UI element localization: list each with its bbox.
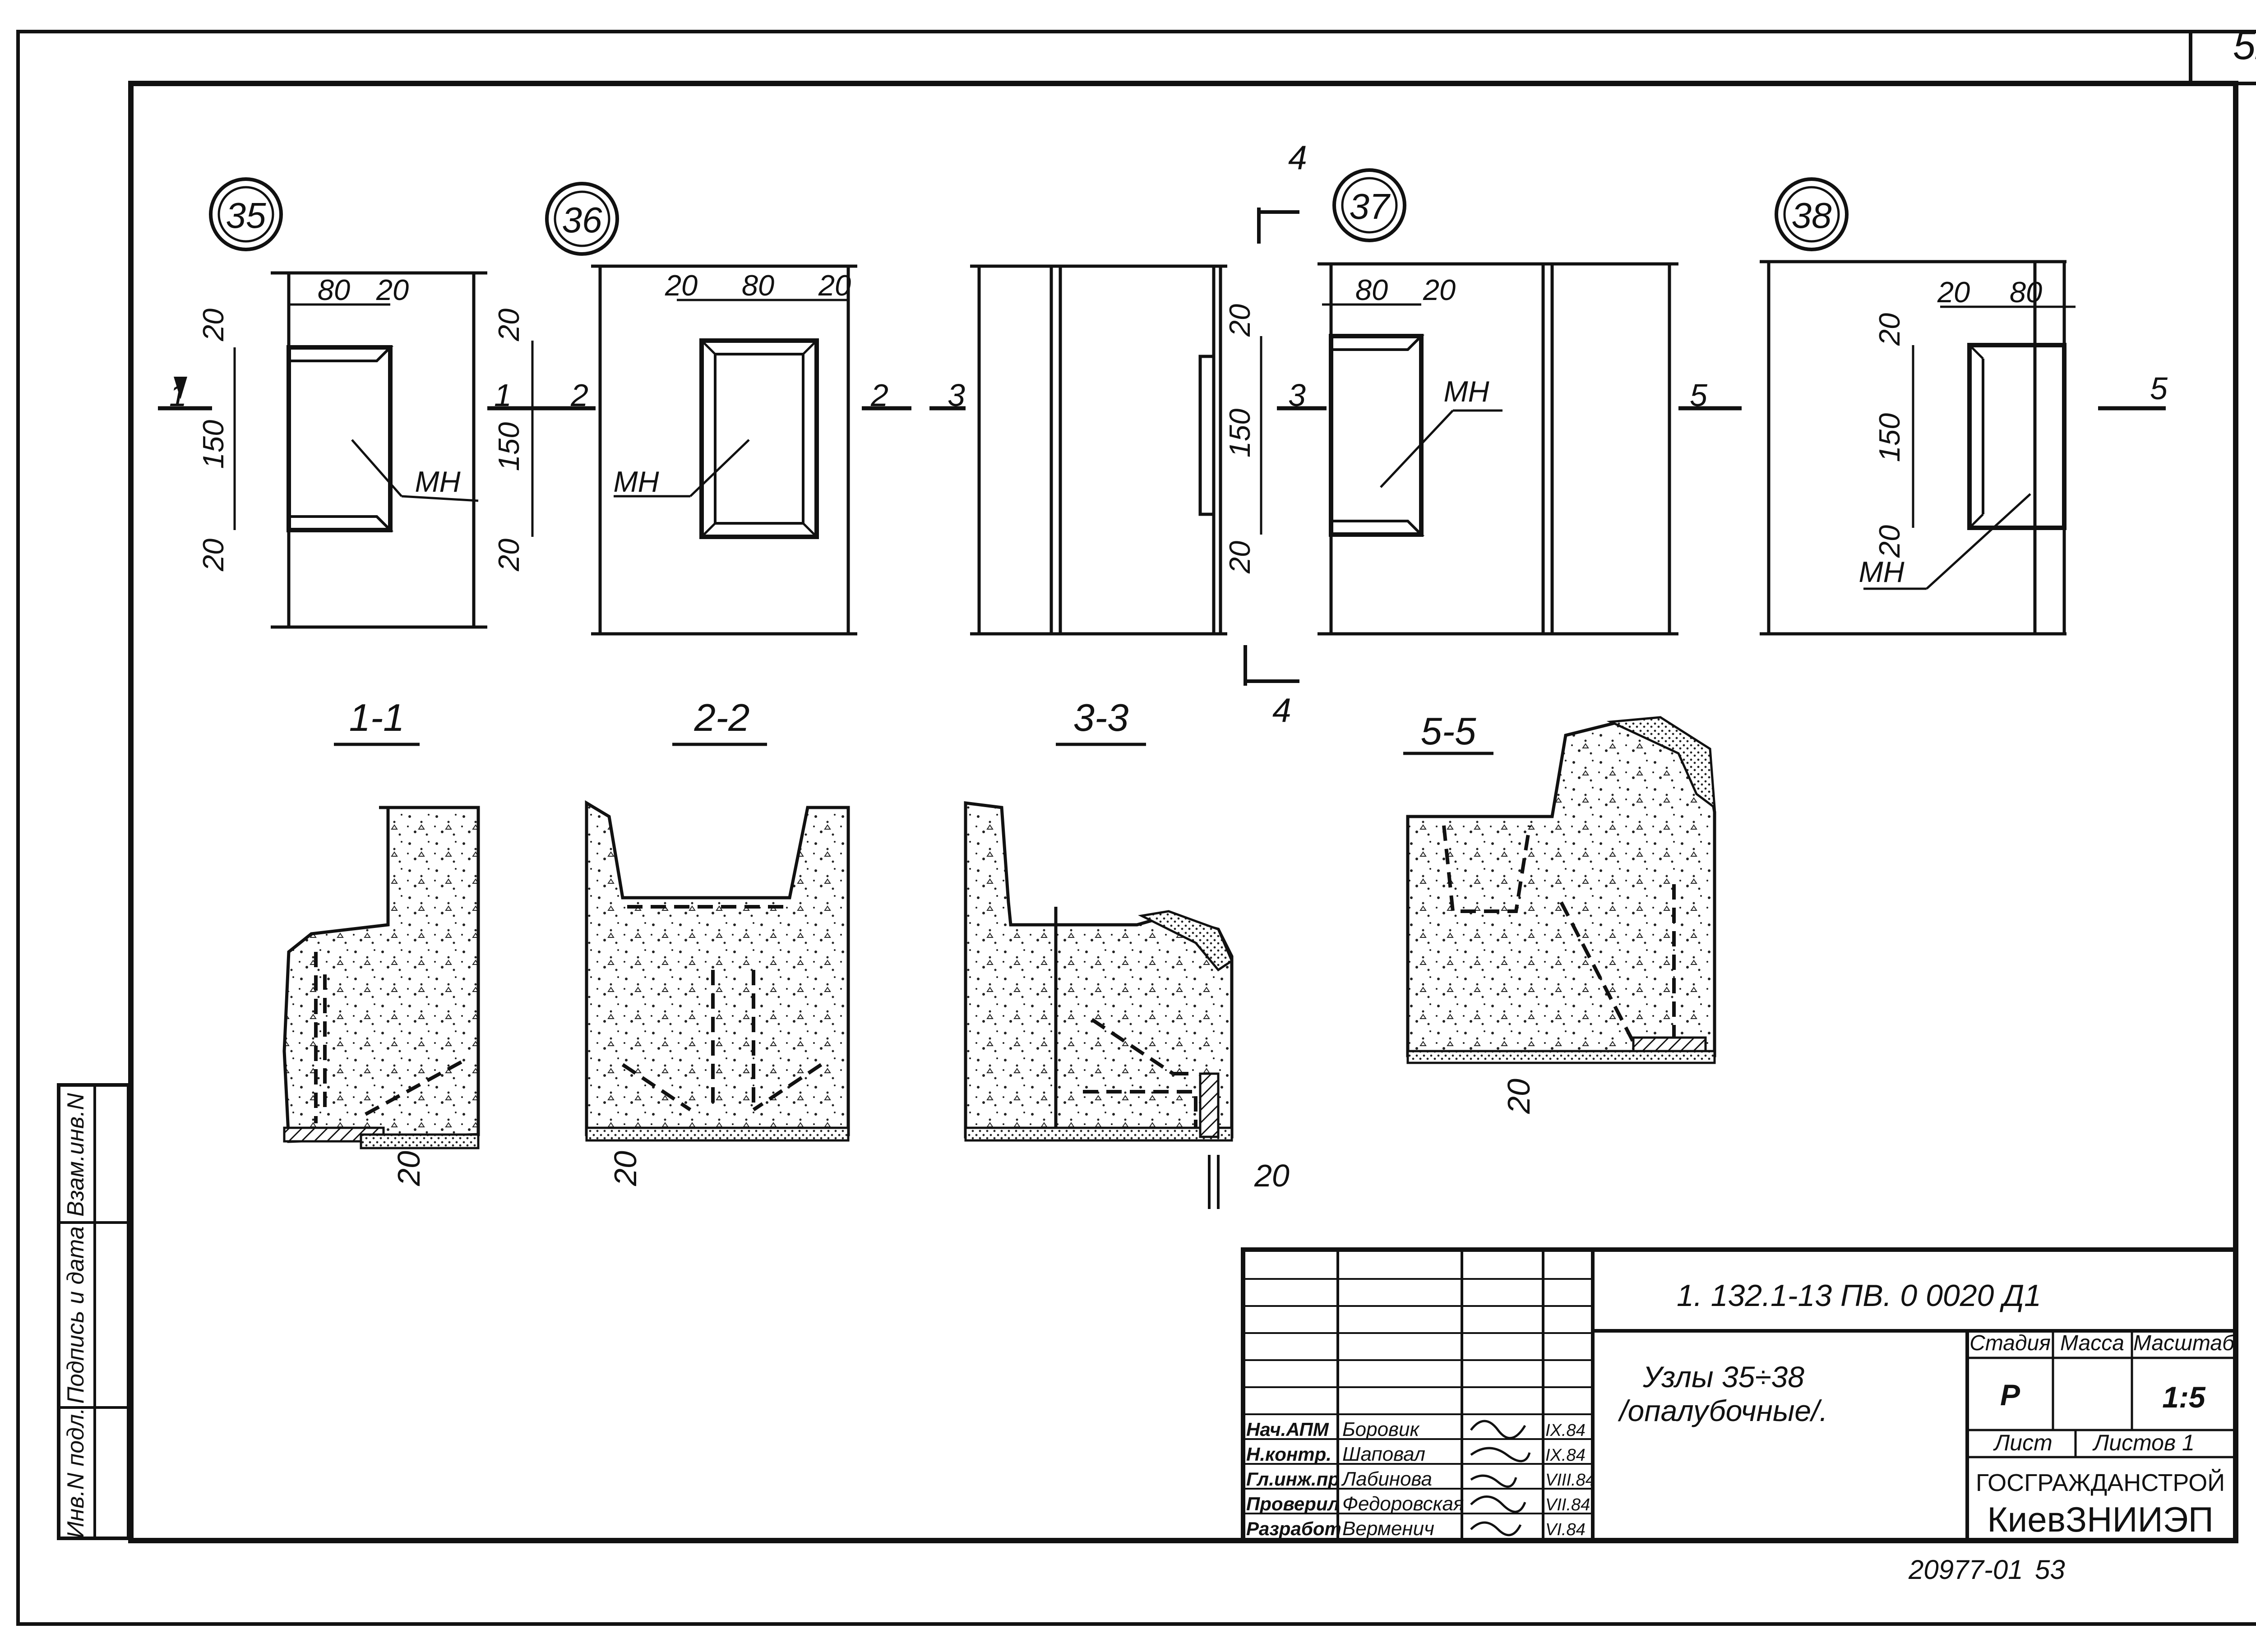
node-35-dim-v3: 20 — [197, 539, 230, 572]
signature-scribbles — [1470, 1420, 1531, 1537]
node-36-mark: МН — [613, 465, 659, 498]
node-36-dim-v3: 20 — [492, 539, 525, 572]
role-1: Н.контр. — [1246, 1444, 1331, 1465]
name-4: Верменич — [1342, 1518, 1434, 1540]
node-38-dim-a: 20 — [1937, 276, 1970, 309]
side-stamp-inv: Инв.N подл. — [63, 1407, 89, 1538]
node-37-label: 37 — [1350, 186, 1391, 226]
section-5-5-title: 5-5 — [1421, 710, 1477, 753]
section-3-3-title: 3-3 — [1073, 697, 1129, 739]
node-38-mark: МН — [1858, 555, 1904, 588]
node-35-label: 35 — [226, 195, 266, 235]
section-5-5-dim: 20 — [1501, 1079, 1536, 1114]
section-1-1-title: 1-1 — [349, 697, 405, 739]
section-1-1: 1-1 20 — [282, 697, 480, 1186]
node-35-dim-v1: 20 — [197, 309, 230, 341]
side-stamp-replace: Взам.инв.N — [63, 1093, 89, 1217]
stage-value: Р — [2000, 1378, 2020, 1412]
date-1: IX.84 — [1545, 1446, 1586, 1465]
node-35-dim-b: 20 — [376, 273, 409, 306]
side-stamp: Инв.N подл. Подпись и дата Взам.инв.N — [57, 1083, 130, 1540]
section-2-2-dim: 20 — [608, 1151, 643, 1186]
node-35-dim-a: 80 — [318, 273, 350, 306]
node-37-dim-a: 80 — [1355, 273, 1388, 306]
node-35-dim-v2: 150 — [197, 420, 230, 469]
sheet-number-box — [2189, 30, 2256, 85]
node-38-label: 38 — [1792, 195, 1832, 235]
node-36-label: 36 — [562, 200, 602, 240]
node-37-dim-b: 20 — [1423, 273, 1456, 306]
node-37-mark: МН — [1443, 375, 1489, 408]
name-1: Шаповал — [1342, 1443, 1425, 1465]
inner-frame — [128, 81, 2238, 1543]
drawing-title-1: Узлы 35÷38 — [1642, 1360, 1804, 1394]
node-38-cut-right: 5 — [2150, 371, 2168, 406]
section-2-2-title: 2-2 — [694, 697, 750, 739]
signatures: Нач.АПМ Боровик IX.84 Н.контр. Шаповал I… — [1246, 1418, 1595, 1540]
page-number: 53 — [2035, 1555, 2065, 1585]
node-38-dim-v1: 20 — [1873, 313, 1906, 346]
name-3: Федоровская — [1342, 1493, 1464, 1515]
role-2: Гл.инж.пр — [1246, 1468, 1340, 1490]
stage-header: Стадия — [1969, 1331, 2051, 1355]
section-3-3: 3-3 20 — [964, 697, 1290, 1209]
node-37-dim-v3: 20 — [1223, 541, 1256, 574]
section-5-5: 5-5 20 — [1403, 710, 1716, 1114]
node-38-dim-b: 80 — [2010, 276, 2042, 309]
node-36-dim-c: 20 — [818, 269, 851, 302]
role-4: Разработ — [1246, 1518, 1341, 1539]
mass-header: Масса — [2060, 1331, 2124, 1355]
drawing-code: 1. 132.1-13 ПВ. 0 0020 Д1 — [1677, 1278, 2041, 1313]
date-4: VI.84 — [1545, 1520, 1586, 1539]
role-3: Проверил — [1246, 1493, 1340, 1514]
date-2: VIII.84 — [1545, 1471, 1595, 1490]
node-38-dim-v2: 150 — [1873, 413, 1906, 462]
name-2: Лабинова — [1341, 1468, 1432, 1490]
node-37-dim-v1: 20 — [1223, 304, 1256, 337]
section-3-3-dim: 20 — [1254, 1158, 1290, 1193]
node-36: 36 20 80 20 20 150 20 МН 1 2 2 — [487, 182, 911, 636]
node-37-dim-v2: 150 — [1223, 409, 1256, 457]
node-36-dim-v2: 150 — [492, 422, 525, 471]
role-0: Нач.АПМ — [1246, 1419, 1329, 1440]
side-stamp-sign: Подпись и дата — [63, 1226, 89, 1403]
section-4-bottom: 4 — [1272, 691, 1291, 729]
node-36-dim-b: 80 — [742, 269, 774, 302]
title-block: 1. 132.1-13 ПВ. 0 0020 Д1 Узлы 35÷38 /оп… — [1241, 1247, 2238, 1543]
node-36-dim-a: 20 — [665, 269, 698, 302]
section-2-2: 2-2 20 — [585, 697, 850, 1186]
section-1-1-dim: 20 — [391, 1151, 426, 1186]
scale-value: 1:5 — [2162, 1380, 2206, 1414]
scale-header: Масштаб — [2133, 1331, 2235, 1355]
node-35: 35 80 20 20 150 20 МН 1 — [158, 177, 487, 629]
org-line-2: КиевЗНИИЭП — [1987, 1500, 2214, 1539]
sheet-label: Лист — [1993, 1430, 2053, 1455]
section-4-top: 4 — [1288, 138, 1307, 176]
date-0: IX.84 — [1545, 1421, 1586, 1440]
node-36-dim-v1: 20 — [492, 309, 525, 341]
name-0: Боровик — [1342, 1418, 1420, 1440]
date-3: VII.84 — [1545, 1495, 1590, 1514]
archive-number: 20977-01 — [1908, 1555, 2023, 1585]
sheets-label: Листов 1 — [2092, 1430, 2195, 1455]
node-38: 38 20 80 20 150 20 МН 5 5 — [1678, 177, 2168, 636]
outer-frame — [16, 30, 2256, 1626]
drawing-title-2: /опалубочные/. — [1618, 1394, 1828, 1427]
node-35-mark: МН — [415, 465, 460, 498]
node-38-dim-v3: 20 — [1873, 525, 1906, 558]
org-line-1: ГОСГРАЖДАНСТРОЙ — [1976, 1469, 2225, 1496]
node-37: 3 4 4 37 80 20 20 150 20 МН 3 — [929, 138, 1678, 729]
